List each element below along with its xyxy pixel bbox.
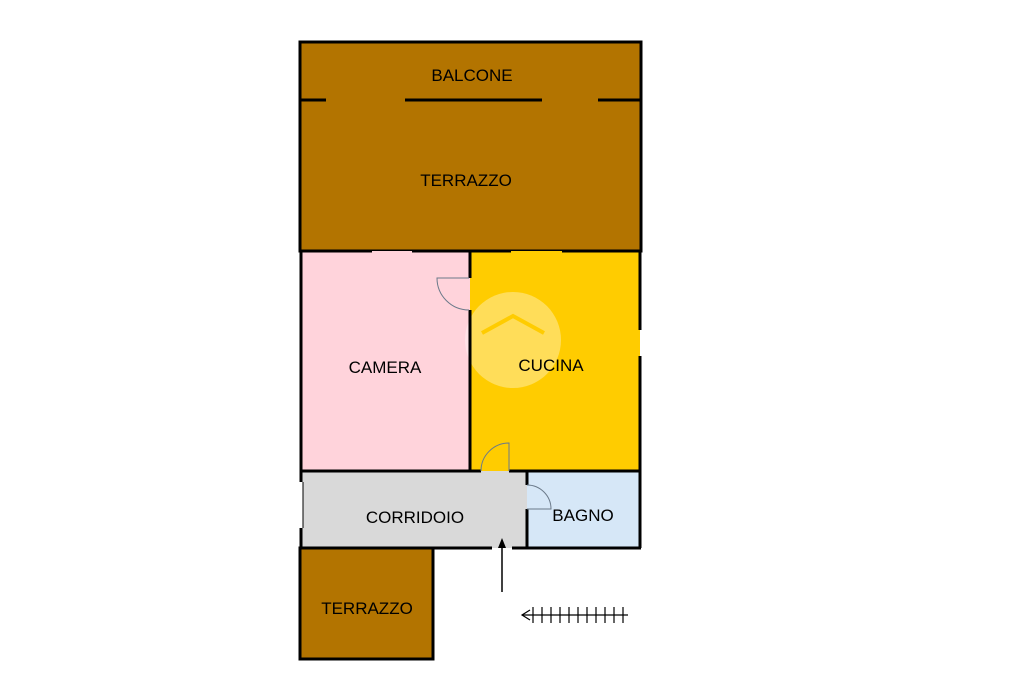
bottom-terrace-label: TERRAZZO <box>321 599 413 618</box>
kitchen-door <box>480 442 510 472</box>
bedroom-label: CAMERA <box>349 358 422 377</box>
balcony-label: BALCONE <box>431 66 512 85</box>
bottom-terrace-area <box>298 546 435 661</box>
bedroom-door <box>436 277 470 311</box>
terrace-label: TERRAZZO <box>420 171 512 190</box>
corridor-area <box>301 471 527 548</box>
bathroom-label: BAGNO <box>552 506 613 525</box>
corridor-label: CORRIDOIO <box>366 508 464 527</box>
door-swings <box>436 277 552 510</box>
kitchen-area <box>470 251 640 471</box>
kitchen-label: CUCINA <box>518 356 584 375</box>
bedroom-area <box>301 251 470 471</box>
north-arrow-icon <box>520 607 628 623</box>
bathroom-door <box>526 484 552 510</box>
entrance-arrow-icon <box>498 538 506 592</box>
balcony-terrace-area <box>298 40 643 253</box>
house-logo-watermark <box>465 292 561 388</box>
interior-walls <box>301 251 641 548</box>
